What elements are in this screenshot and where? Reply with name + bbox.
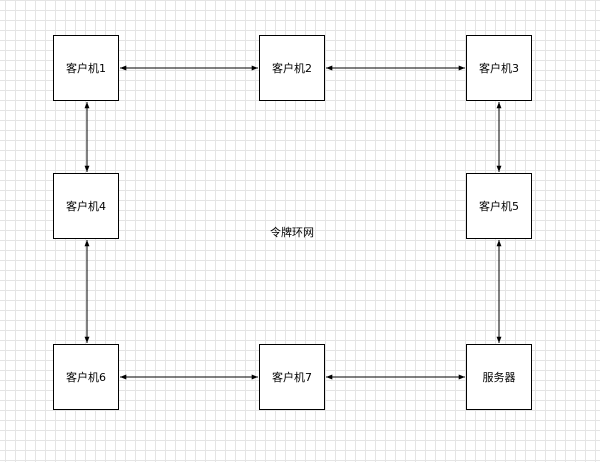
node-label: 客户机7 — [272, 371, 312, 384]
node-label: 客户机3 — [479, 62, 519, 75]
node-client-2[interactable]: 客户机2 — [259, 35, 325, 101]
node-server[interactable]: 服务器 — [466, 344, 532, 410]
node-label: 客户机6 — [66, 371, 106, 384]
node-client-6[interactable]: 客户机6 — [53, 344, 119, 410]
node-client-5[interactable]: 客户机5 — [466, 173, 532, 239]
node-client-4[interactable]: 客户机4 — [53, 173, 119, 239]
node-label: 客户机2 — [272, 62, 312, 75]
node-client-1[interactable]: 客户机1 — [53, 35, 119, 101]
node-label: 客户机5 — [479, 200, 519, 213]
node-label: 服务器 — [482, 371, 516, 384]
node-client-7[interactable]: 客户机7 — [259, 344, 325, 410]
diagram-center-label: 令牌环网 — [270, 226, 314, 239]
node-client-3[interactable]: 客户机3 — [466, 35, 532, 101]
node-label: 客户机1 — [66, 62, 106, 75]
node-label: 客户机4 — [66, 200, 106, 213]
